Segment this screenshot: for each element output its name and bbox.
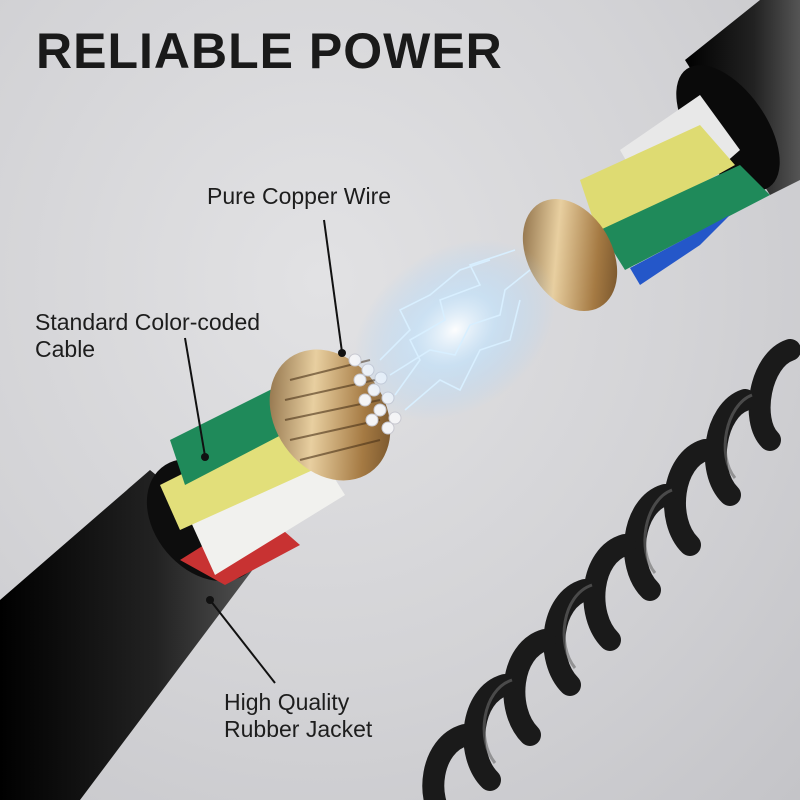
label-color-coded-line1: Standard Color-coded <box>35 309 261 335</box>
upper-cable <box>522 0 800 312</box>
label-jacket-line1: High Quality <box>224 689 350 715</box>
label-color-coded-line2: Cable <box>35 336 96 362</box>
callout-copper <box>323 219 346 357</box>
lower-cable <box>0 349 402 800</box>
electric-spark <box>353 239 557 421</box>
page-title: RELIABLE POWER <box>36 23 503 79</box>
callout-jacket <box>206 596 276 684</box>
label-pure-copper-wire: Pure Copper Wire <box>207 183 391 210</box>
label-rubber-jacket: High Quality Rubber Jacket <box>224 689 372 743</box>
callout-color-coded <box>184 337 209 461</box>
label-color-coded-cable: Standard Color-coded Cable <box>35 309 260 363</box>
coiled-cable <box>422 339 800 800</box>
label-copper-text: Pure Copper Wire <box>207 183 392 209</box>
label-jacket-line2: Rubber Jacket <box>224 716 373 742</box>
